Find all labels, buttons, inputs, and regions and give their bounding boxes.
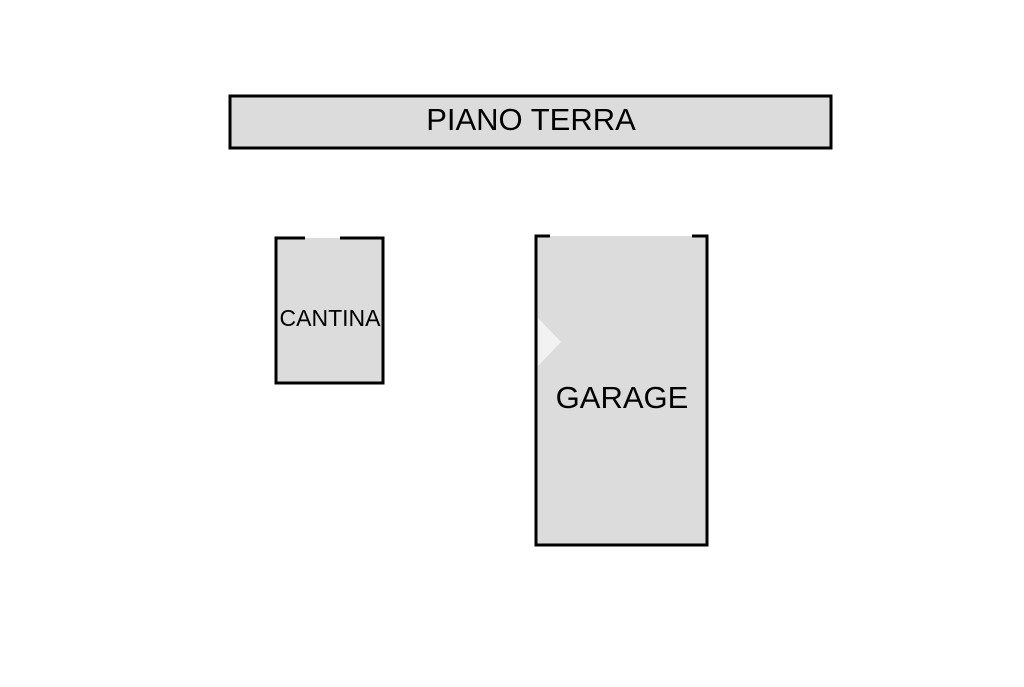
garage-floor [536, 236, 707, 545]
cantina-room [274, 236, 385, 385]
garage-walls [534, 234, 709, 547]
garage-label: GARAGE [555, 380, 689, 415]
floor-title-banner [228, 94, 833, 150]
garage-room [534, 234, 709, 547]
floor-title: PIANO TERRA [426, 102, 636, 137]
watermark-arrow-icon [538, 318, 561, 366]
cantina-floor [276, 238, 383, 383]
cantina-walls [274, 236, 385, 385]
cantina-label: CANTINA [279, 305, 381, 331]
